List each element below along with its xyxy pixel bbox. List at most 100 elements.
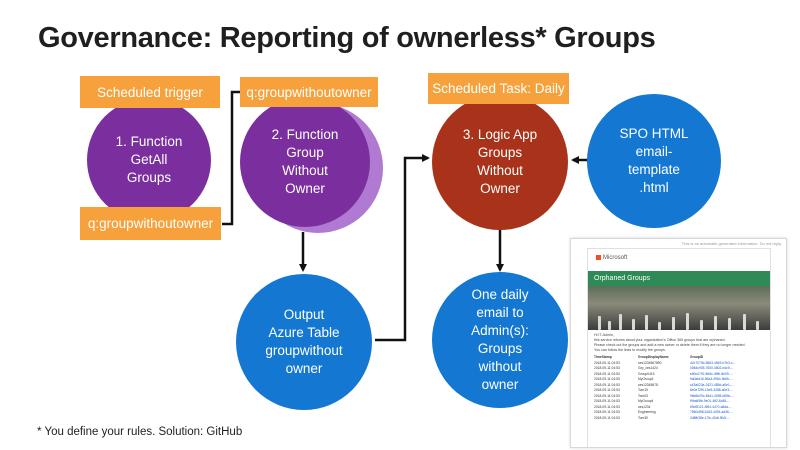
tag-scheduled-task-daily: Scheduled Task: Daily	[428, 73, 569, 104]
table-cell: 2018-09-11 04:53	[594, 382, 620, 387]
table-header-cell: TimeStamp	[594, 355, 612, 359]
table-cell: ces12345678	[638, 382, 658, 387]
node-output-azure-table: Output Azure Table groupwithout owner	[236, 274, 372, 410]
email-card: Microsoft Orphaned Groups Hi IT-Admin, t…	[587, 248, 771, 447]
table-cell: ces1234567890	[638, 360, 662, 365]
email-greeting: Hi IT-Admin,	[594, 333, 614, 337]
table-cell-link[interactable]: 9a0afa16-56a3-4964-9d0b-...	[690, 377, 733, 381]
table-cell-link[interactable]: 2d8fb38e-17fc-40df-9fc5-...	[690, 415, 730, 420]
table-cell-link[interactable]: 0084c905-7600-4802-b4c9-...	[690, 366, 734, 370]
table-cell-link[interactable]: c43a023e-2421-485d-a0e1-...	[690, 382, 734, 387]
node-label-line: Owner	[285, 181, 325, 196]
email-preview-screenshot: This is an automatic generated informati…	[570, 238, 787, 448]
node-spo-email-template: SPO HTML email- template .html	[587, 94, 721, 228]
node-label-line: .html	[639, 180, 669, 195]
email-body: Hi IT-Admin, this service informs about …	[588, 330, 770, 353]
table-row: 2018-09-11 04:53 ces12345678 c43a023e-2421…	[594, 383, 764, 389]
email-groups-table: TimeStamp GroupDisplayName GroupID 2018-…	[588, 353, 770, 423]
table-cell: 2018-09-11 04:53	[594, 399, 620, 403]
table-cell-link[interactable]: 69cf8121-f694-4470-a8da-...	[690, 404, 732, 409]
table-cell: Tom03	[638, 393, 648, 398]
table-cell: Engineering	[638, 410, 656, 414]
table-cell: 2018-09-11 04:53	[594, 371, 620, 376]
node-logic-app: 3. Logic App Groups Without Owner	[432, 94, 568, 230]
node-label-line: 1. Function	[115, 134, 183, 149]
table-row: 2018-09-11 04:53 ces1234 69cf8121-f694-447…	[594, 405, 764, 411]
email-body-line: Please check out the groups and add a ne…	[594, 343, 746, 347]
email-photo	[588, 286, 770, 330]
table-cell-link[interactable]: 8e0e72f5-13e5-4288-a0e3-...	[690, 388, 733, 392]
email-banner: Orphaned Groups	[588, 271, 770, 286]
node-label-line: owner	[285, 361, 323, 376]
microsoft-logo-icon	[596, 255, 601, 260]
table-row: 2018-09-11 04:53 Tom19 8e0e72f5-13e5-4288-…	[594, 388, 764, 394]
table-cell: Tom30	[638, 415, 648, 420]
node-label-line: Admin(s):	[471, 323, 529, 338]
node-label-line: Groups	[477, 341, 523, 356]
tag-queue-input: q:groupwithoutowner	[80, 207, 221, 240]
table-cell: Group0415	[638, 371, 655, 376]
node-label-line: owner	[481, 377, 519, 392]
table-row: 2018-09-11 04:53 Engineering 7560cf58-5163…	[594, 410, 764, 416]
node-label-line: Azure Table	[268, 325, 340, 340]
node-label-line: template	[628, 162, 680, 177]
table-row: 2018-09-11 04:53 Tom03 96b6b29c-83d1-4098-…	[594, 394, 764, 400]
table-cell: MyGroup4	[638, 399, 654, 403]
microsoft-logo: Microsoft	[588, 249, 770, 265]
table-row: 2018-09-11 04:53 ces1234567890 42c7070b-56…	[594, 361, 764, 367]
node-label-line: Groups	[477, 145, 523, 160]
table-header-row: TimeStamp GroupDisplayName GroupID	[594, 355, 764, 361]
node-label-line: Groups	[126, 170, 172, 185]
table-cell-link[interactable]: 7560cf58-5163-4494-ad36-...	[690, 410, 733, 414]
node-label-line: Without	[477, 163, 523, 178]
table-cell-link[interactable]: f9ba65fb-9e01-4ff2-8d45-...	[690, 399, 731, 403]
table-cell: 2018-09-11 04:53	[594, 404, 620, 409]
email-body-line: You can follow the links to modify the g…	[594, 348, 666, 352]
table-cell: 2018-09-11 04:53	[594, 388, 620, 392]
node-label-line: without	[478, 359, 522, 374]
table-cell: ces1234	[638, 404, 651, 409]
table-row: 2018-09-11 04:53 Group0415 e80c0792-8e8c-4…	[594, 372, 764, 378]
node-function-group-without-owner: 2. Function Group Without Owner	[240, 97, 370, 227]
node-label-line: groupwithout	[265, 343, 343, 358]
table-cell: 2018-09-11 04:53	[594, 366, 620, 370]
tag-scheduled-trigger: Scheduled trigger	[80, 76, 220, 108]
table-cell-link[interactable]: e80c0792-8e8c-49fb-8e09-...	[690, 371, 733, 376]
table-row: 2018-09-11 04:53 Grp_ces1424 0084c905-7600…	[594, 366, 764, 372]
table-cell: Grp_ces1424	[638, 366, 658, 370]
node-label-line: 2. Function	[271, 127, 339, 142]
table-cell: 2018-09-11 04:53	[594, 415, 620, 420]
node-label-line: GetAll	[130, 152, 168, 167]
node-function-getall-groups: 1. Function GetAll Groups	[87, 98, 211, 222]
slide-title: Governance: Reporting of ownerless* Grou…	[38, 22, 656, 54]
connector-queue	[222, 90, 242, 226]
table-cell: Tom19	[638, 388, 648, 392]
email-body-line: this service informs about your organiza…	[594, 338, 726, 342]
table-header-cell: GroupID	[690, 355, 704, 359]
table-row: 2018-09-11 04:53 Tom30 2d8fb38e-17fc-40df-…	[594, 416, 764, 422]
table-cell-link[interactable]: 42c7070b-5663-4549-b7b3-c...	[690, 360, 736, 365]
node-label-line: 3. Logic App	[462, 127, 538, 142]
node-daily-email: One daily email to Admin(s): Groups with…	[432, 272, 568, 408]
tag-queue-output: q:groupwithoutowner	[240, 77, 378, 107]
table-cell-link[interactable]: 96b6b29c-83d1-4098-b69b-...	[690, 393, 734, 398]
table-cell: 2018-09-11 04:53	[594, 360, 620, 365]
table-row: 2018-09-11 04:53 MyGroup4 f9ba65fb-9e01-4f…	[594, 399, 764, 405]
node-label-line: SPO HTML	[619, 126, 689, 141]
node-label-line: email to	[476, 305, 524, 320]
node-label-line: Without	[282, 163, 328, 178]
footnote: * You define your rules. Solution: GitHu…	[37, 426, 243, 438]
table-header-cell: GroupDisplayName	[638, 355, 669, 359]
email-header-note: This is an automatic generated informati…	[681, 241, 782, 246]
table-cell: 2018-09-11 04:53	[594, 393, 620, 398]
node-label-line: Group	[286, 145, 324, 160]
email-brand: Microsoft	[603, 255, 628, 262]
table-cell: 2018-09-11 04:53	[594, 410, 620, 414]
node-label-line: email-	[635, 144, 673, 159]
table-cell: 2018-09-11 04:53	[594, 377, 620, 381]
node-label-line: One daily	[471, 287, 529, 302]
node-label-line: Output	[283, 307, 325, 322]
node-label-line: Owner	[480, 181, 520, 196]
